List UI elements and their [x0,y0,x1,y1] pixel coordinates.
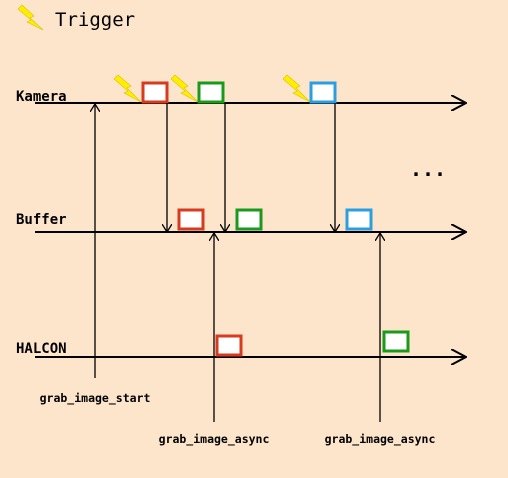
call-label-grab-image-async: grab_image_async [325,432,436,447]
lane-label-halcon: HALCON [16,341,67,357]
kamera-frame-blue [309,81,337,104]
call-label-grab-image-async: grab_image_async [159,432,270,447]
buffer-frame-red [177,208,205,231]
trigger-bolt-icon [170,74,199,103]
kamera-frame-green [197,81,225,104]
trigger-bolt-icon [282,74,311,103]
halcon-frame-green [382,330,410,353]
legend-label: Trigger [55,9,135,31]
lane-label-buffer: Buffer [16,212,67,228]
trigger-bolt-icon [113,74,142,103]
lightning-bolt-icon [17,4,44,31]
halcon-frame-red [215,334,243,357]
lane-label-kamera: Kamera [16,89,67,105]
ellipsis: ... [410,157,446,181]
buffer-frame-blue [345,208,373,231]
buffer-frame-green [235,208,263,231]
call-label-grab-image-start: grab_image_start [40,391,151,406]
legend: Trigger [17,4,135,31]
kamera-frame-red [141,81,169,104]
